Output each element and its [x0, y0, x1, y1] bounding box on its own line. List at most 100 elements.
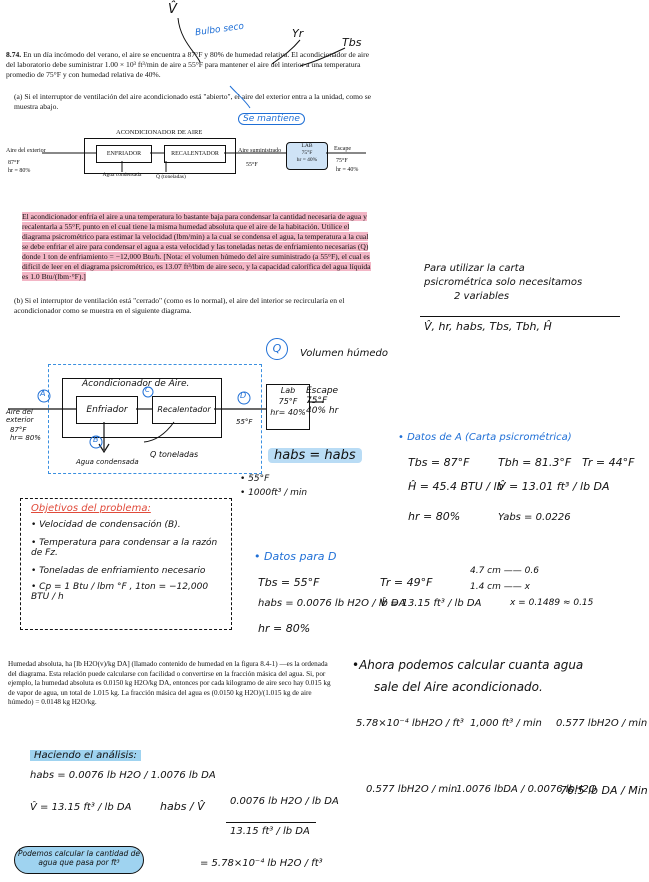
datos-d-v: V̂ = 13.15 ft³ / lb DA — [380, 598, 482, 609]
calc-eq1-c: 0.577 lbH2O / min — [556, 718, 648, 729]
analysis-habs: habs = 0.0076 lb H2O / 1.0076 lb DA — [30, 770, 216, 781]
datos-a-tbh: Tbh = 81.3°F — [498, 456, 572, 469]
annotation-yr: Yr — [292, 27, 304, 40]
note-line-1: Para utilizar la carta — [424, 263, 525, 274]
printed-diagram-arrows — [42, 152, 366, 172]
hand-lab-box: Lab 75°F hr= 40% — [266, 384, 310, 430]
hand-diagram-arrows — [8, 386, 324, 454]
analysis-ratio: habs / V̂ — [160, 800, 205, 813]
printed-ac-outline — [84, 138, 236, 174]
printed-diagram: ACONDICIONADOR DE AIRE Aire del exterior… — [6, 128, 398, 180]
printed-lab-t: 75°F — [301, 150, 313, 156]
printed-inlet-t: 87°F — [8, 160, 20, 166]
analysis-v: V̂ = 13.15 ft³ / lb DA — [30, 802, 132, 813]
analysis-fraction-bar — [226, 822, 316, 823]
problem-number: 8.74. — [6, 50, 22, 59]
note-divider — [420, 316, 620, 317]
printed-exhaust-t: 75°F — [336, 158, 348, 164]
hand-lab-t: 75°F — [278, 397, 298, 406]
objetivo-3: • Toneladas de enfriamiento necesario — [31, 566, 206, 576]
datos-a-v: V̂ = 13.01 ft³ / lb DA — [498, 480, 610, 493]
printed-lab-h: hr = 40% — [296, 157, 318, 163]
printed-diagram-title: ACONDICIONADOR DE AIRE — [116, 129, 203, 136]
annotation-se-mantiene: Se mantiene — [238, 113, 305, 125]
objetivos-box: Objetivos del problema: • Velocidad de c… — [20, 498, 232, 630]
objetivo-1: • Velocidad de condensación (B). — [31, 520, 181, 530]
hand-ac-outline — [62, 378, 222, 438]
problem-paragraph-2: El acondicionador enfría el aire a una t… — [22, 212, 371, 281]
calc-eq2-b: 1.0076 lbDA / 0.0076 lbH2O — [456, 784, 597, 795]
hand-q: Q toneladas — [150, 450, 199, 459]
analysis-den: 13.15 ft³ / lb DA — [230, 826, 310, 837]
printed-heater: RECALENTADOR — [164, 145, 226, 163]
note-line-3: 2 variables — [454, 291, 510, 302]
printed-inlet-h: hr = 80% — [8, 168, 31, 174]
calc-eq2-c: 76.5 lb DA / Min — [560, 784, 648, 797]
analysis-num: 0.0076 lb H2O / lb DA — [230, 796, 339, 807]
datos-d-tbs: Tbs = 55°F — [258, 576, 320, 589]
hand-exhaust: Escape 75°F 40% hr — [306, 386, 339, 416]
datos-a-h: Ĥ = 45.4 BTU / lb — [408, 480, 504, 493]
label-a: A — [40, 389, 46, 398]
problem-part-b: (b) Si el interruptor de ventilación est… — [14, 296, 345, 315]
printed-exhaust: Escape — [334, 146, 351, 152]
annotation-tbs: Tbs — [342, 36, 362, 49]
printed-inlet: Aire del exterior — [6, 148, 46, 154]
datos-d-hr: hr = 80% — [258, 622, 311, 635]
note-line-2: psicrométrica solo necesitamos — [424, 277, 583, 288]
label-d: D — [240, 391, 247, 400]
calc-intro-2: sale del Aire acondicionado. — [374, 680, 543, 694]
interp-3: x = 0.1489 ≈ 0.15 — [510, 598, 594, 608]
calc-eq2-a: 0.577 lbH2O / min — [366, 784, 458, 795]
top-annotation-arrows — [177, 17, 346, 109]
problem-part-a: (a) Si el interruptor de ventilación del… — [14, 92, 372, 111]
annotation-v-hat: V̂ — [168, 2, 177, 17]
datos-d-habs: habs = 0.0076 lb H2O / lb DA — [258, 598, 406, 609]
hand-hab-eq: habs = habs — [268, 448, 362, 463]
hand-t55: 55°F — [236, 418, 253, 426]
analysis-result: = 5.78×10⁻⁴ lb H2O / ft³ — [200, 858, 323, 869]
datos-a-tr: Tr = 44°F — [582, 456, 635, 469]
objetivos-title: Objetivos del problema: — [31, 503, 151, 514]
printed-lab: LAB — [301, 143, 313, 149]
hand-volumen: Volumen húmedo — [300, 348, 388, 359]
hand-inlet: Aire del exterior — [6, 408, 34, 424]
objetivo-4: • Cp = 1 Btu / lbm °F , 1ton = −12,000 B… — [31, 582, 209, 602]
calc-intro-1: •Ahora podemos calcular cuanta agua — [352, 658, 584, 672]
interp-1: 4.7 cm —— 0.6 — [470, 566, 539, 576]
datos-d-tr: Tr = 49°F — [380, 576, 433, 589]
hand-diagram: Acondicionador de Aire. Enfriador Recale… — [4, 346, 324, 476]
label-c: C — [145, 386, 150, 394]
note-line-4: V̂, hr, habs, Tbs, Tbh, Ĥ — [424, 320, 552, 333]
interp-2: 1.4 cm —— x — [470, 582, 530, 592]
hand-inlet-vals: 87°F hr= 80% — [10, 426, 41, 442]
hand-water: Agua condensada — [76, 458, 139, 466]
control-volume-dashed — [48, 364, 262, 474]
printed-lab-box: LAB 75°F hr = 40% — [286, 142, 328, 170]
hand-bullet-2: • 1000ft³ / min — [240, 488, 308, 498]
label-b: B — [93, 435, 99, 444]
problem-paragraph-1: En un día incómodo del verano, el aire s… — [6, 50, 369, 79]
hand-lab-h: hr= 40% — [270, 408, 306, 417]
hand-title: Acondicionador de Aire. — [82, 379, 190, 389]
datos-a-title: • Datos de A (Carta psicrométrica) — [398, 432, 572, 443]
printed-q: Q (toneladas) — [156, 174, 186, 180]
hand-cooler: Enfriador — [76, 396, 138, 424]
analysis-bubble: Podemos calcular la cantidad de agua que… — [14, 846, 144, 874]
calc-eq1-a: 5.78×10⁻⁴ lbH2O / ft³ — [356, 718, 464, 729]
printed-exhaust-h: hr = 40% — [336, 167, 359, 173]
q-circle: Q — [266, 338, 288, 360]
printed-supplied: Aire suministrado — [238, 148, 282, 154]
datos-d-title: • Datos para D — [254, 550, 337, 563]
problem-statement: 8.74. En un día incómodo del verano, el … — [6, 50, 376, 80]
datos-a-yabs: Yabs = 0.0226 — [498, 512, 571, 523]
note-variables: Para utilizar la carta psicrométrica sol… — [424, 262, 624, 304]
objetivo-2: • Temperatura para condensar a la razón … — [31, 538, 218, 558]
hand-bullet-1: • 55°F — [240, 474, 270, 484]
hand-heater: Recalentador — [152, 396, 216, 424]
datos-a-hr: hr = 80% — [408, 510, 461, 523]
calc-eq1-b: 1,000 ft³ / min — [470, 718, 542, 729]
datos-a-tbs: Tbs = 87°F — [408, 456, 470, 469]
analysis-title: Haciendo el análisis: — [30, 750, 141, 761]
hand-lab: Lab — [280, 386, 296, 395]
